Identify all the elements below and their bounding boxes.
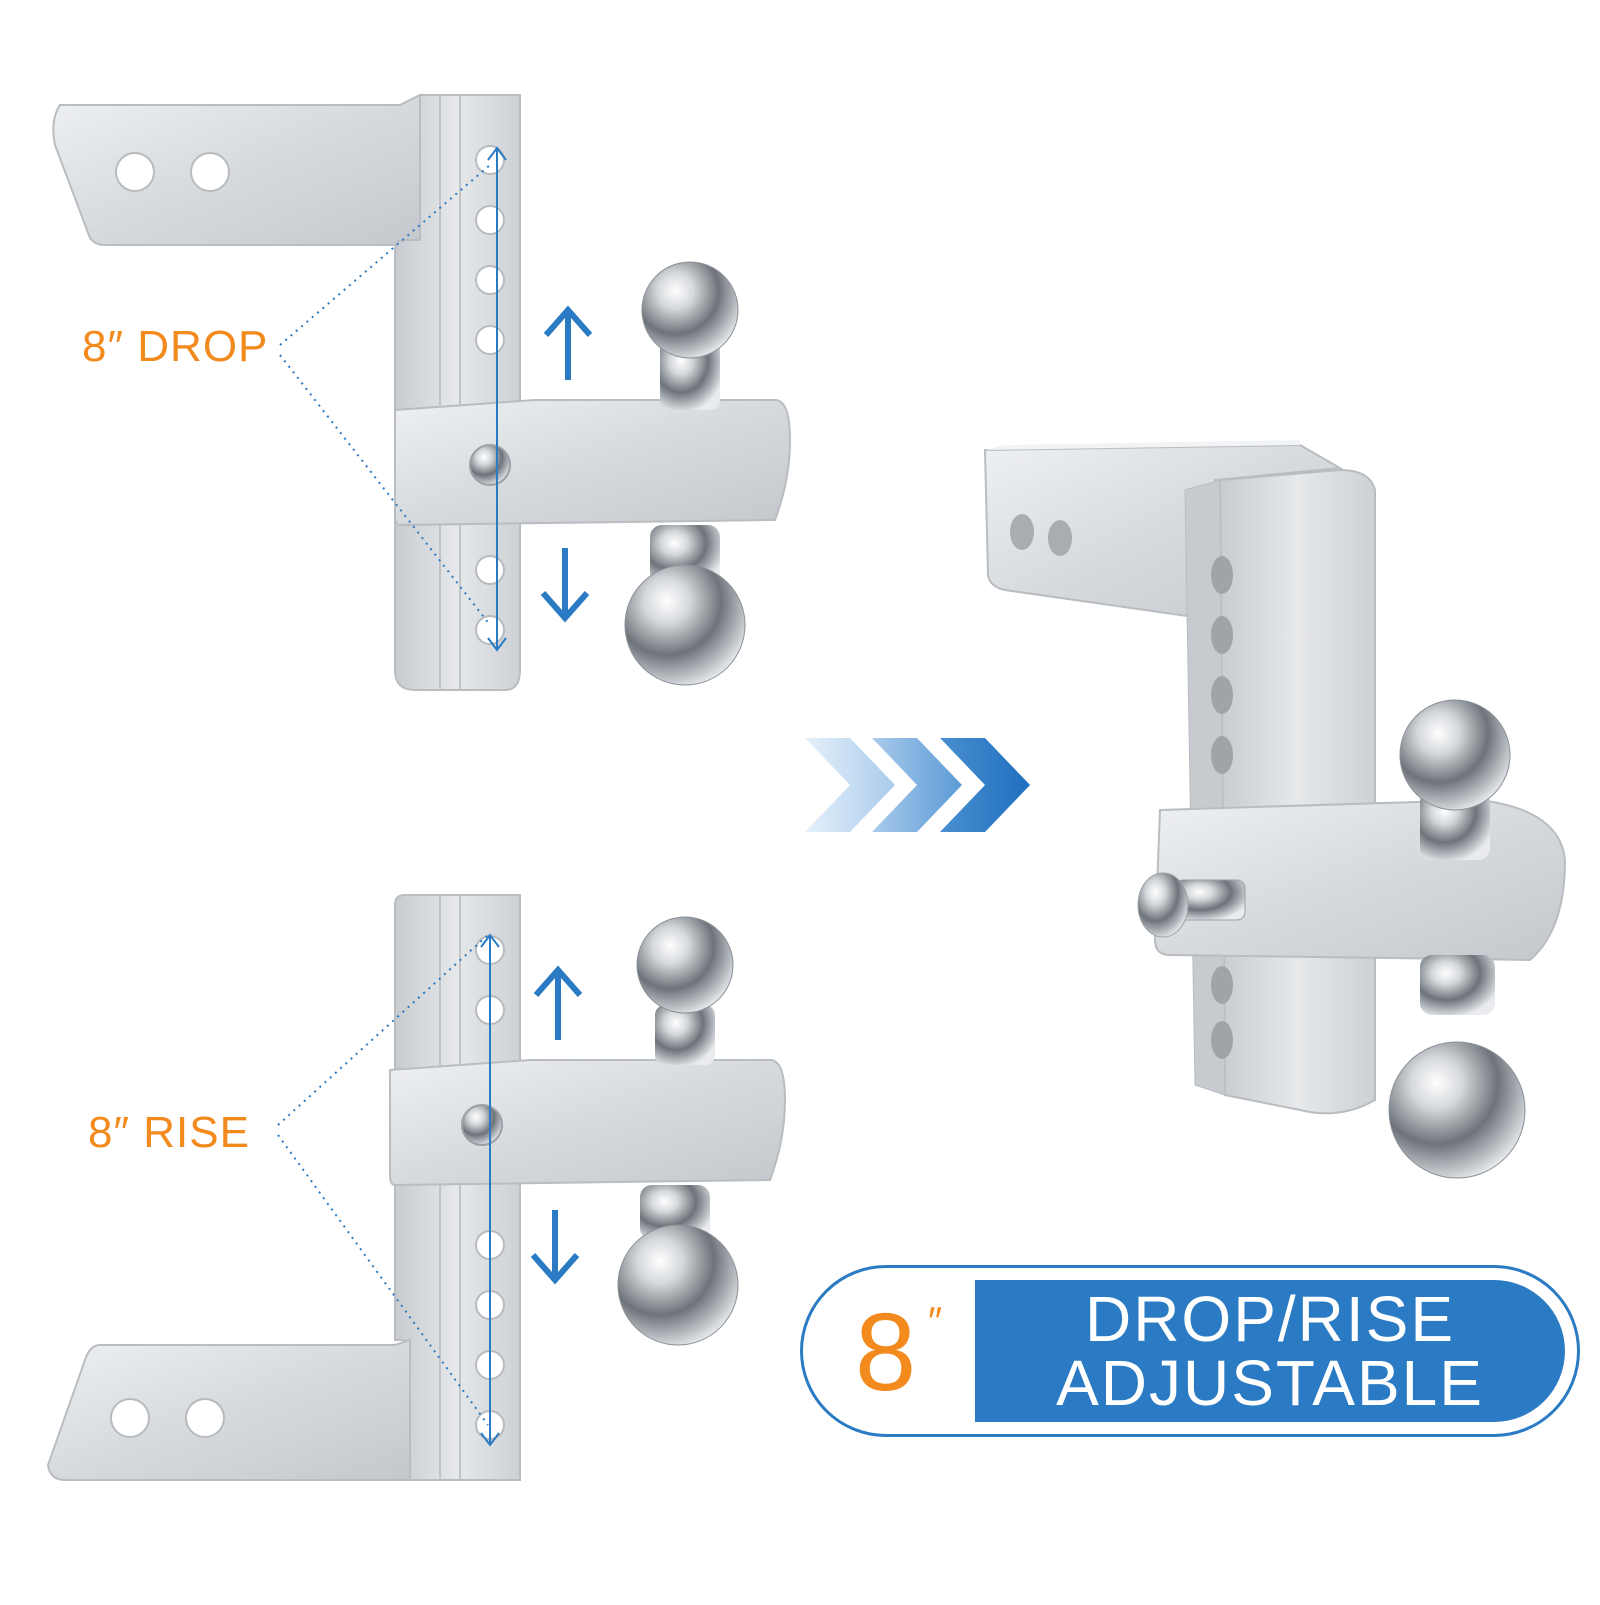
- badge-text-panel: [975, 1280, 1565, 1422]
- rise-hitch: [46, 894, 787, 1481]
- rise-label: 8″ RISE: [88, 1108, 250, 1157]
- badge-number-panel: 8 ″: [815, 1280, 975, 1422]
- badge-line-2: ADJUSTABLE: [1056, 1347, 1484, 1419]
- drop-hitch: [52, 93, 792, 691]
- badge-unit: ″: [928, 1300, 943, 1344]
- chevron-right-icon: [805, 738, 1030, 832]
- drop-label: 8″ DROP: [82, 322, 269, 371]
- badge-inner: 8 ″ DROP/RISE ADJUSTABLE: [815, 1280, 1565, 1422]
- badge-number: 8: [855, 1291, 917, 1414]
- arrow-up-icon: [533, 965, 583, 1040]
- badge-line-1: DROP/RISE: [1084, 1283, 1456, 1355]
- hitch-3d: [983, 440, 1567, 1179]
- badge-text: DROP/RISE ADJUSTABLE: [975, 1280, 1565, 1422]
- arrow-down-icon: [530, 1210, 580, 1285]
- drop-rise-badge: 8 ″ DROP/RISE ADJUSTABLE: [800, 1265, 1580, 1437]
- arrow-up-icon: [543, 305, 593, 380]
- arrow-down-icon: [540, 548, 590, 623]
